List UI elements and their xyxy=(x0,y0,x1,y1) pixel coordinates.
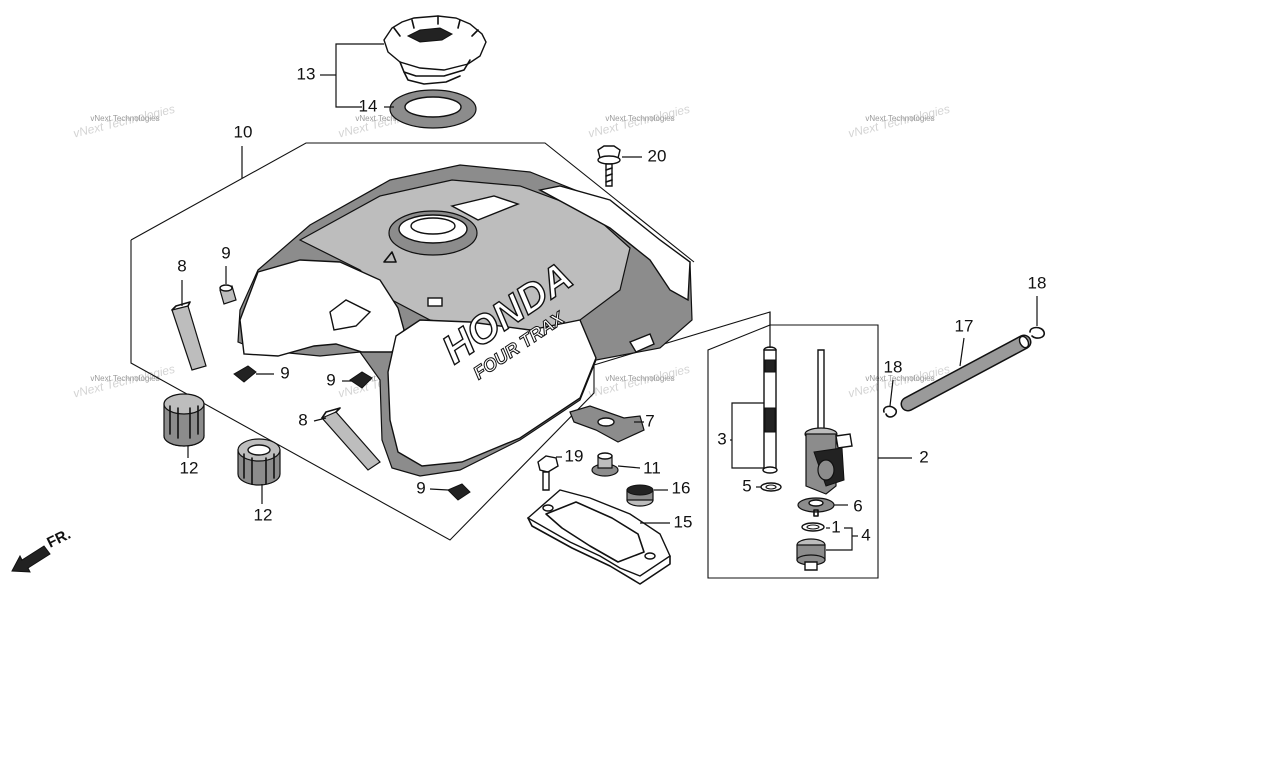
grommet-16 xyxy=(626,484,654,507)
leader-lines xyxy=(181,43,1038,551)
hose-clip-18b xyxy=(882,405,898,418)
callout-number: 12 xyxy=(254,505,273,524)
callout-number: 14 xyxy=(359,96,378,115)
watermark-text: vNext Technologies xyxy=(605,114,674,123)
bolt-20 xyxy=(597,145,621,187)
cushion-ring-12b xyxy=(237,438,281,486)
fuel-hose-17 xyxy=(900,334,1032,412)
callout-number: 3 xyxy=(717,429,726,448)
bracket-7 xyxy=(569,405,645,443)
callout-number: 11 xyxy=(643,458,661,477)
callout-number: 15 xyxy=(674,512,693,531)
callout-number: 8 xyxy=(177,256,186,275)
hose-clip-18a xyxy=(1029,326,1046,339)
sediment-cup-4 xyxy=(796,538,826,571)
callout-number: 8 xyxy=(298,410,307,429)
fuel-cap xyxy=(383,15,487,85)
watermark-text: vNext Technologies xyxy=(355,114,424,123)
callout-number: 19 xyxy=(565,446,584,465)
front-label: FR. xyxy=(44,526,73,552)
callout-number: 4 xyxy=(861,525,870,544)
fuel-tank: HONDA FOUR TRAX xyxy=(237,164,693,477)
fuel-strainer-3 xyxy=(762,346,778,474)
cushion-9d xyxy=(447,483,471,501)
cushion-9b xyxy=(233,365,257,383)
callout-number: 12 xyxy=(180,458,199,477)
cushion-ring-12a xyxy=(163,393,205,447)
callout-number: 18 xyxy=(884,357,903,376)
cushion-9c xyxy=(349,371,373,389)
washer-6 xyxy=(797,497,835,517)
watermark-text: vNext Technologies xyxy=(865,374,934,383)
fuel-valve-body xyxy=(804,349,853,495)
cap-gasket xyxy=(389,89,477,129)
o-ring-5 xyxy=(760,482,782,492)
callout-number: 17 xyxy=(955,316,974,335)
watermark-text: vNext Technologies xyxy=(865,114,934,123)
front-direction-marker: FR. xyxy=(11,526,73,573)
rubber-strip-8b xyxy=(321,407,381,471)
callout-number: 9 xyxy=(416,478,425,497)
callout-number: 6 xyxy=(853,496,862,515)
mounting-plate-15 xyxy=(526,489,671,585)
watermark-text: vNext Technologies xyxy=(90,374,159,383)
o-ring-1 xyxy=(801,522,825,532)
fuel-valve-group-frame xyxy=(707,324,879,579)
callout-number: 18 xyxy=(1028,273,1047,292)
callout-number: 9 xyxy=(280,363,289,382)
callout-number: 16 xyxy=(672,478,691,497)
callout-number: 1 xyxy=(831,517,840,536)
cushion-9a xyxy=(219,284,237,305)
watermark-text: vNext Technologies xyxy=(90,114,159,123)
callout-number: 7 xyxy=(645,411,654,430)
callout-number: 20 xyxy=(648,146,667,165)
callout-number: 9 xyxy=(326,370,335,389)
callout-number: 2 xyxy=(919,447,928,466)
rubber-strip-8a xyxy=(171,301,207,371)
bolt-19 xyxy=(537,455,559,491)
callout-number: 13 xyxy=(297,64,316,83)
watermark-text: vNext Technologies xyxy=(605,374,674,383)
collar-11 xyxy=(591,452,619,477)
callout-number: 9 xyxy=(221,243,230,262)
callout-number: 10 xyxy=(234,122,253,141)
callout-number: 5 xyxy=(742,476,751,495)
front-arrow-icon xyxy=(11,545,51,573)
